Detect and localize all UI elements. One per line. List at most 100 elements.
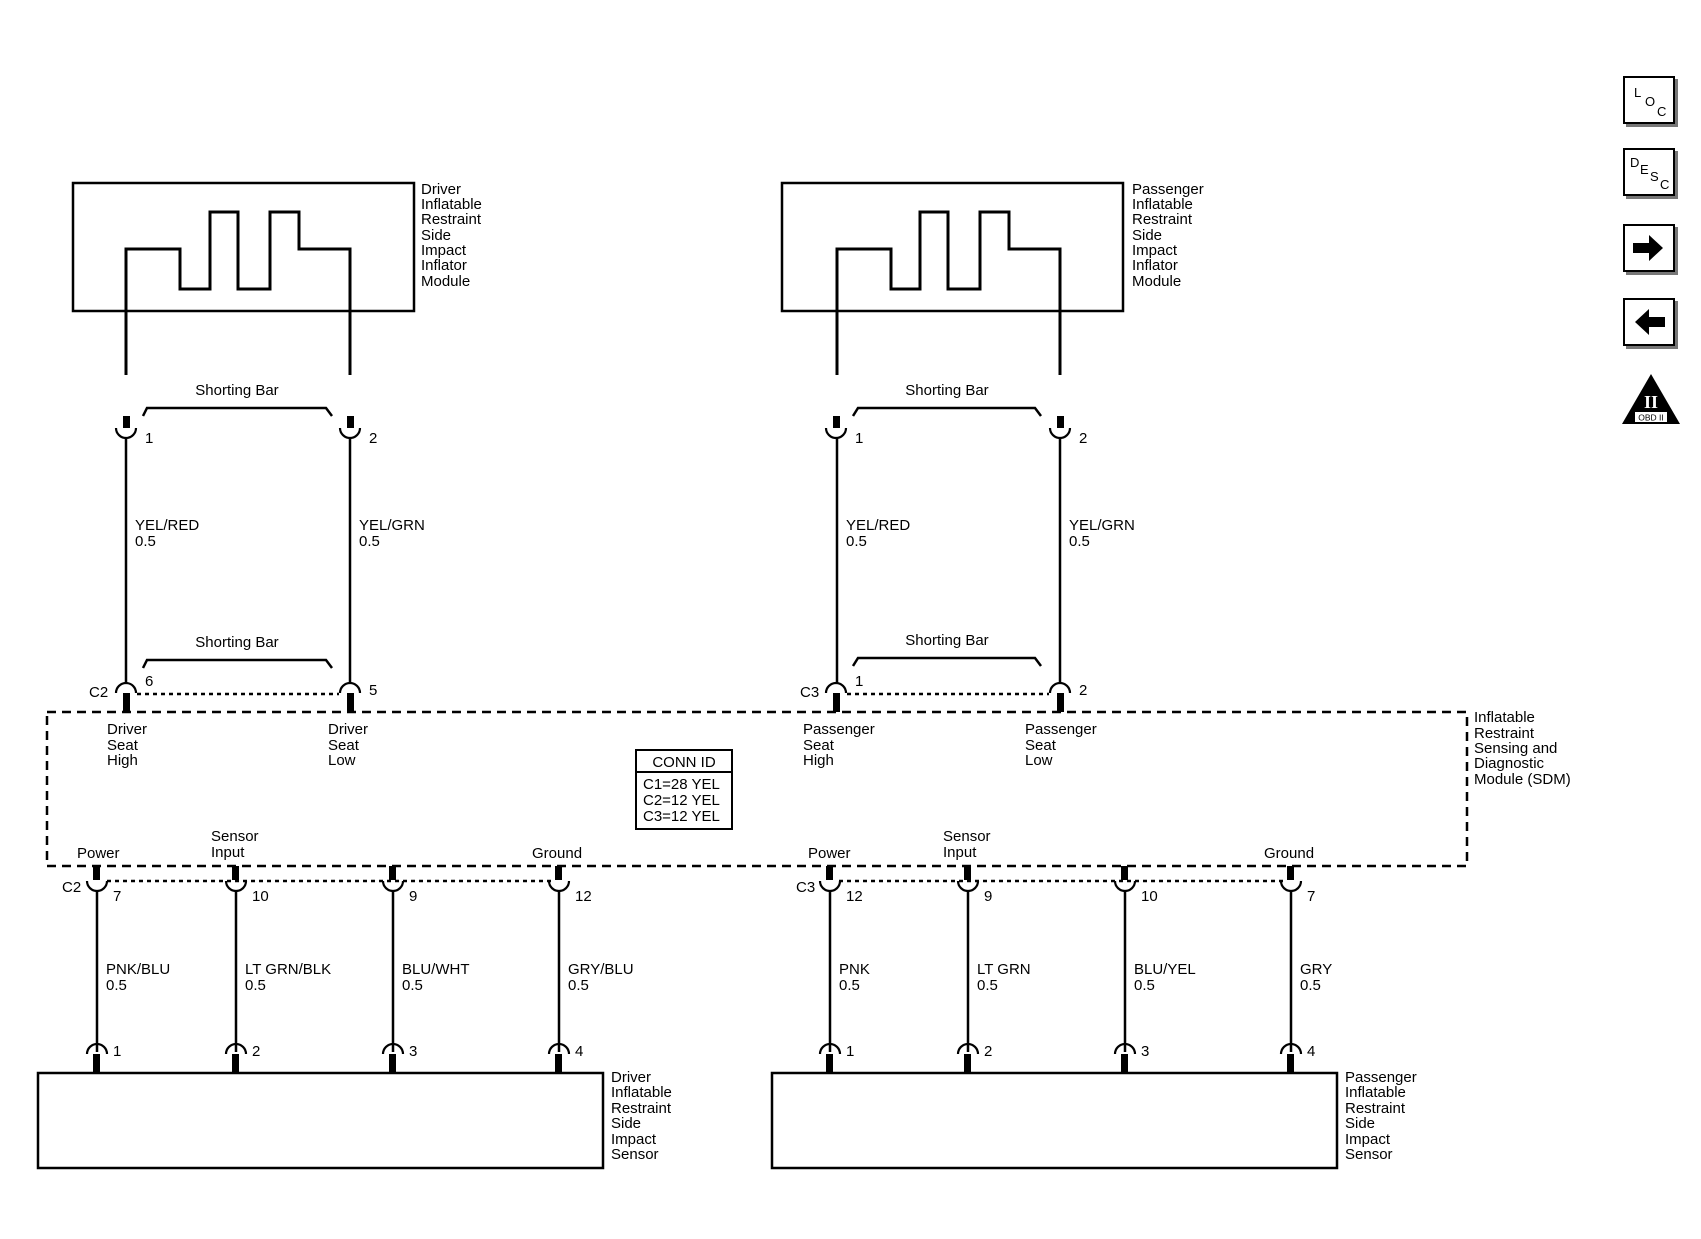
- circuit-label: Ground: [1264, 845, 1314, 862]
- pin-number: 12: [575, 888, 592, 905]
- passenger-inflator-terminal-1: 1: [824, 416, 863, 447]
- driver-inflator-module: Driver Inflatable Restraint Side Impact …: [71, 181, 482, 375]
- wire-color: PNK/BLU: [106, 961, 170, 978]
- wire-color: PNK: [839, 961, 870, 978]
- description-button[interactable]: D E S C: [1623, 148, 1675, 196]
- driver-inflator-terminal-1: 1: [114, 416, 153, 447]
- connector-name: C2: [62, 879, 81, 896]
- wire-gauge: 0.5: [245, 977, 266, 994]
- label-line: Module: [1132, 273, 1181, 290]
- pin-number: 6: [145, 673, 153, 690]
- pin-number: 2: [369, 430, 377, 447]
- label-line: Inflator: [1132, 257, 1178, 274]
- previous-button[interactable]: [1623, 298, 1675, 346]
- label-line: Sensor: [611, 1146, 659, 1163]
- circuit-label: Seat: [107, 737, 139, 754]
- label-line: Side: [421, 227, 451, 244]
- sdm-connector-c3-lower: C3 12 9 10 7: [796, 866, 1315, 905]
- label-line: Restraint: [1474, 725, 1535, 742]
- desc-letter-s: S: [1650, 169, 1659, 184]
- conn-id-row: C2=12 YEL: [643, 792, 720, 809]
- pin-number: 1: [855, 430, 863, 447]
- shorting-bar-label: Shorting Bar: [195, 382, 278, 399]
- sdm-connector-c2-upper: C2 6 5: [89, 673, 377, 712]
- wire-color: YEL/GRN: [359, 517, 425, 534]
- passenger-sensor-module: Passenger Inflatable Restraint Side Impa…: [770, 1069, 1417, 1170]
- connector-name: C2: [89, 684, 108, 701]
- connector-name: C3: [796, 879, 815, 896]
- driver-inflator-symbol: [124, 210, 352, 375]
- label-line: Diagnostic: [1474, 755, 1545, 772]
- wire-color: YEL/RED: [135, 517, 199, 534]
- sdm-connector-c3-upper: C3 1 2: [800, 673, 1087, 712]
- pin-number: 1: [113, 1043, 121, 1060]
- wire-color: GRY: [1300, 961, 1332, 978]
- next-button[interactable]: [1623, 224, 1675, 272]
- wire-gauge: 0.5: [135, 533, 156, 550]
- pin-number: 1: [846, 1043, 854, 1060]
- driver-inflator-shorting-bar: Shorting Bar: [141, 382, 333, 417]
- label-line: Inflatable: [611, 1084, 672, 1101]
- pin-number: 7: [113, 888, 121, 905]
- passenger-wire-3: BLU/YEL 0.5: [1123, 891, 1196, 1052]
- pin-number: 1: [855, 673, 863, 690]
- label-line: Inflatable: [1132, 196, 1193, 213]
- circuit-label: Input: [943, 844, 977, 861]
- connector-name: C3: [800, 684, 819, 701]
- driver-low-wire: YEL/GRN 0.5: [348, 438, 425, 683]
- pin-number: 10: [252, 888, 269, 905]
- wire-gauge: 0.5: [839, 977, 860, 994]
- location-button[interactable]: L O C: [1623, 76, 1675, 124]
- circuit-label: Power: [77, 845, 120, 862]
- driver-high-wire: YEL/RED 0.5: [124, 438, 199, 683]
- label-line: Side: [611, 1115, 641, 1132]
- circuit-label: Sensor: [943, 828, 991, 845]
- pin-number: 9: [409, 888, 417, 905]
- label-line: Restraint: [1345, 1100, 1406, 1117]
- pin-number: 2: [252, 1043, 260, 1060]
- pin-number: 4: [575, 1043, 583, 1060]
- passenger-inflator-shorting-bar: Shorting Bar: [851, 382, 1042, 417]
- wire-gauge: 0.5: [402, 977, 423, 994]
- wire-gauge: 0.5: [1069, 533, 1090, 550]
- passenger-low-wire: YEL/GRN 0.5: [1058, 438, 1135, 683]
- wire-color: YEL/GRN: [1069, 517, 1135, 534]
- passenger-inflator-module: Passenger Inflatable Restraint Side Impa…: [780, 181, 1204, 375]
- label-line: Inflatable: [421, 196, 482, 213]
- wire-gauge: 0.5: [977, 977, 998, 994]
- obd-numeral: II: [1644, 392, 1658, 412]
- label-line: Restraint: [611, 1100, 672, 1117]
- label-line: Impact: [611, 1131, 657, 1148]
- driver-sdm-shorting-bar: Shorting Bar: [141, 634, 333, 669]
- pin-number: 4: [1307, 1043, 1315, 1060]
- circuit-label: Low: [328, 752, 356, 769]
- label-line: Sensor: [1345, 1146, 1393, 1163]
- driver-wire-3: BLU/WHT 0.5: [391, 891, 470, 1052]
- pin-number: 5: [369, 682, 377, 699]
- passenger-sensor-input-wire: LT GRN 0.5: [966, 891, 1031, 1052]
- driver-sensor-connector: 1 2 3 4: [85, 1042, 583, 1073]
- label-line: Driver: [611, 1069, 651, 1086]
- passenger-inflator-terminal-2: 2: [1048, 416, 1087, 447]
- loc-letter-l: L: [1634, 85, 1642, 100]
- pin-number: 2: [1079, 430, 1087, 447]
- wire-gauge: 0.5: [359, 533, 380, 550]
- passenger-power-wire: PNK 0.5: [828, 891, 870, 1052]
- wire-gauge: 0.5: [1300, 977, 1321, 994]
- arrow-left-icon: [1635, 309, 1665, 335]
- circuit-label: Seat: [803, 737, 835, 754]
- driver-inflator-terminal-2: 2: [338, 416, 377, 447]
- circuit-label: Seat: [1025, 737, 1057, 754]
- passenger-inflator-symbol: [835, 210, 1062, 375]
- label-line: Side: [1345, 1115, 1375, 1132]
- shorting-bar-label: Shorting Bar: [905, 632, 988, 649]
- desc-letter-c: C: [1660, 177, 1670, 192]
- label-line: Driver: [421, 181, 461, 198]
- wire-gauge: 0.5: [568, 977, 589, 994]
- pin-number: 7: [1307, 888, 1315, 905]
- obd-ii-button[interactable]: II OBD II: [1620, 372, 1682, 426]
- circuit-label: Passenger: [1025, 721, 1097, 738]
- driver-power-wire: PNK/BLU 0.5: [95, 891, 170, 1052]
- label-line: Impact: [1345, 1131, 1391, 1148]
